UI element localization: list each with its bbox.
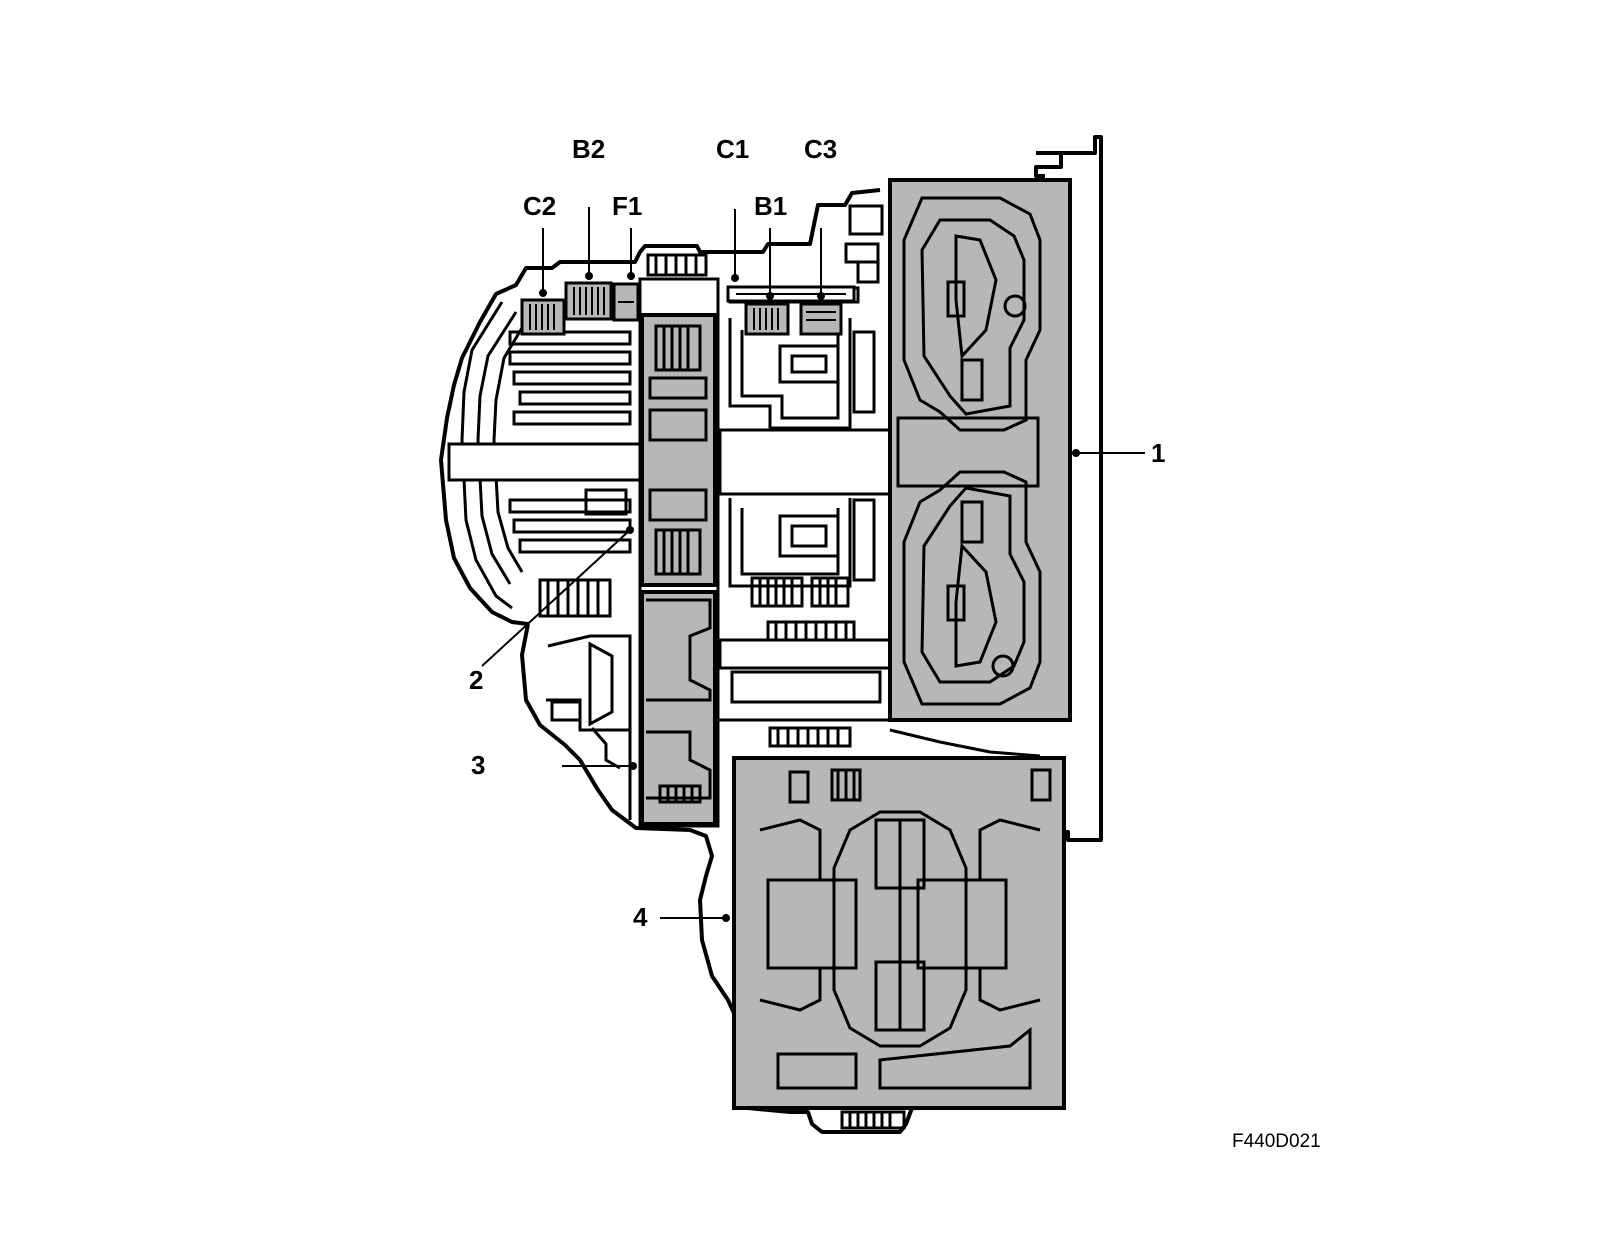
label-3: 3 — [471, 750, 486, 780]
one-way-clutch-f1 — [612, 282, 640, 322]
label-2: 2 — [469, 665, 484, 695]
planetary-gear-region — [640, 313, 717, 587]
counter-gear-region — [640, 590, 717, 826]
label-c3: C3 — [804, 134, 838, 164]
label-b1: B1 — [754, 191, 788, 221]
clutch-pack-c2 — [520, 298, 566, 336]
torque-converter-region — [888, 178, 1072, 722]
label-1: 1 — [1151, 438, 1166, 468]
brake-pack-b1 — [744, 302, 790, 336]
brake-pack-b2 — [564, 281, 613, 321]
column-frame — [638, 277, 720, 828]
label-c2: C2 — [523, 191, 557, 221]
label-4: 4 — [633, 902, 648, 932]
label-c1: C1 — [716, 134, 750, 164]
leader-dots — [539, 272, 1080, 922]
leader-lines — [481, 207, 1145, 919]
figure-id: F440D021 — [1232, 1131, 1321, 1152]
clutch-pack-c1 — [726, 285, 856, 303]
label-b2: B2 — [572, 134, 606, 164]
clutch-drum-b1-c3 — [728, 286, 876, 608]
label-f1: F1 — [612, 191, 643, 221]
park-gear — [840, 1110, 906, 1130]
differential-region — [732, 756, 1066, 1110]
clutch-pack-c3 — [799, 302, 843, 336]
